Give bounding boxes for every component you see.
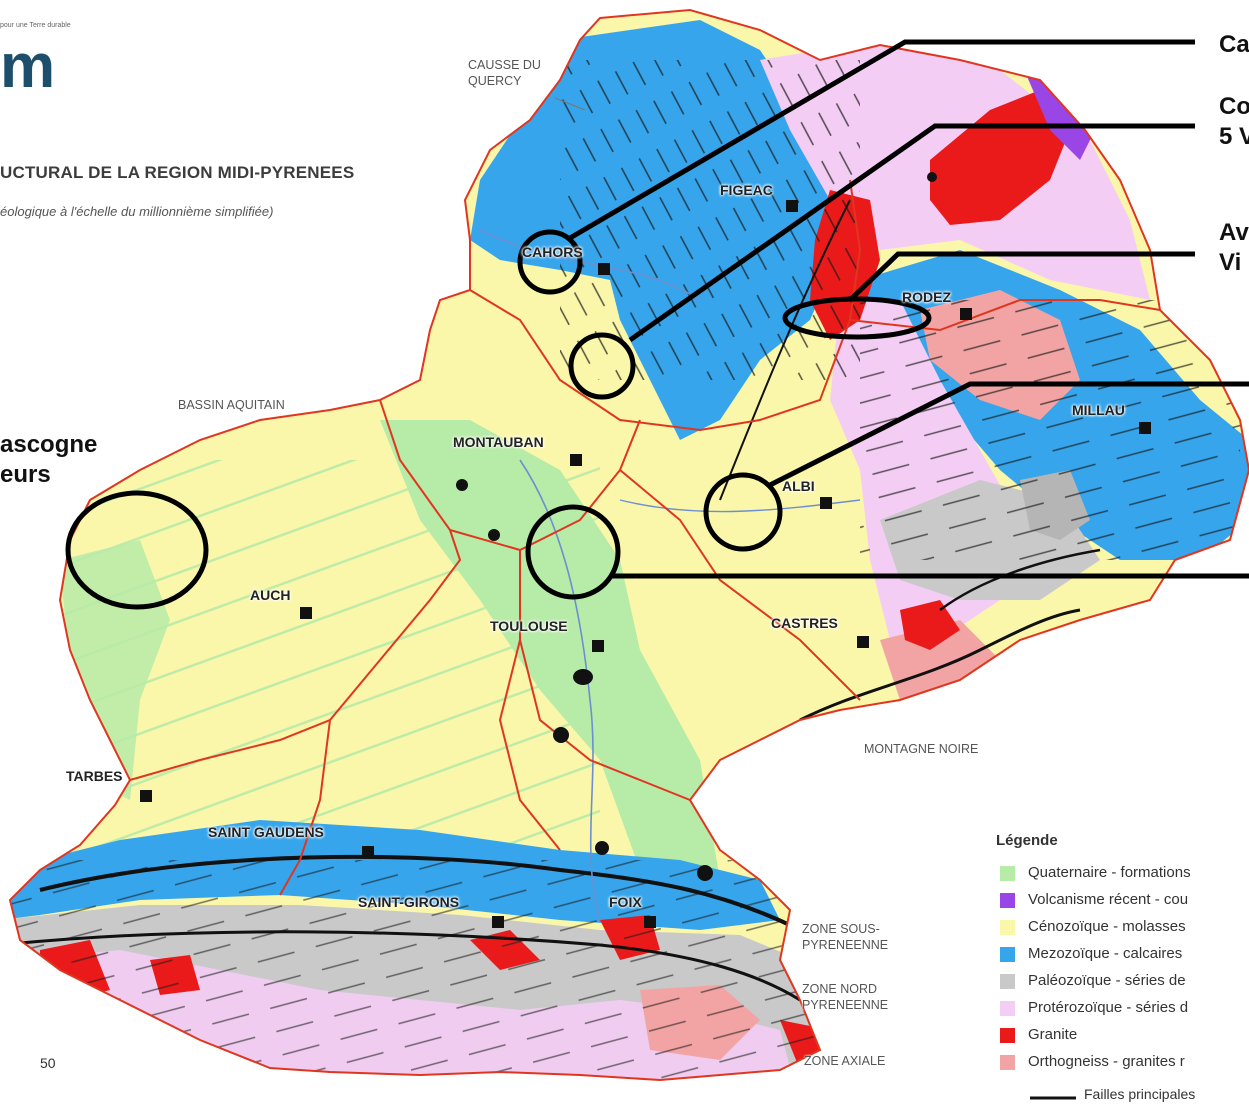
legend-swatch — [1000, 866, 1015, 881]
annotations — [65, 39, 1249, 610]
region-label-zone-sous-pyreneenne: ZONE SOUS- PYRENEENNE — [802, 922, 889, 952]
legend-fault-label: Failles principales — [1084, 1086, 1196, 1102]
legend-swatch — [1000, 1055, 1015, 1070]
cahors-marker — [598, 263, 610, 275]
faults-quercy — [560, 60, 860, 380]
legend-label: Mezozoïque - calcaires — [1028, 945, 1183, 962]
legend-label: Cénozoïque - molasses — [1028, 918, 1186, 935]
figeac-marker — [786, 200, 798, 212]
granite-castres — [900, 600, 960, 650]
saint-girons-marker — [492, 916, 504, 928]
legend-label: Quaternaire - formations — [1028, 864, 1191, 881]
legend-item: Paléozoïque - séries de — [996, 970, 1249, 992]
millau-marker — [1139, 422, 1151, 434]
city-label-saint-gaudens: SAINT GAUDENS — [208, 824, 324, 840]
city-label-millau: MILLAU — [1072, 402, 1125, 418]
legend-title: Légende — [996, 832, 1058, 849]
map-subtitle: éologique à l'échelle du millionnième si… — [0, 204, 274, 219]
city-label-tarbes: TARBES — [66, 768, 123, 784]
city-label-toulouse: TOULOUSE — [490, 618, 568, 634]
region-label-montagne-noire: MONTAGNE NOIRE — [864, 742, 979, 756]
annotation-circle-cahors — [517, 229, 583, 295]
north-pyrenean-fault — [39, 854, 801, 932]
legend-item: Mezozoïque - calcaires — [996, 943, 1249, 965]
city-label-albi: ALBI — [782, 478, 815, 494]
page-number: 50 — [40, 1055, 56, 1071]
legend-item: Cénozoïque - molasses — [996, 916, 1249, 938]
montauban-marker — [570, 454, 582, 466]
logo-tagline: pour une Terre durable — [0, 22, 71, 29]
faults-causses — [860, 300, 1240, 560]
region-label-causse-quercy: CAUSSE DU QUERCY — [468, 58, 541, 88]
legend-swatch — [1000, 920, 1015, 935]
city-label-saint-girons: SAINT-GIRONS — [358, 894, 460, 910]
axial-fault — [10, 930, 801, 1002]
legend-label: Orthogneiss - granites r — [1028, 1053, 1185, 1070]
leader-line-1 — [568, 39, 1195, 241]
legend-label: Granite — [1028, 1026, 1078, 1043]
montagne-noire-fault — [799, 608, 1081, 722]
callout-text-1: Ca — [1219, 31, 1249, 58]
callout-text-2: Co 5 V — [1219, 93, 1249, 150]
callout-text-gascogne: ascogne eurs — [0, 431, 98, 488]
castres-marker — [857, 636, 869, 648]
tarbes-marker — [140, 790, 152, 802]
city-label-figeac: FIGEAC — [720, 182, 773, 198]
leader-line-3 — [848, 251, 1195, 302]
annotation-ellipse-rodez — [782, 296, 932, 340]
annotation-circle-2 — [568, 332, 636, 400]
legend-swatch — [1000, 1001, 1015, 1016]
city-label-rodez: RODEZ — [902, 289, 951, 305]
region-label-zone-axiale: ZONE AXIALE — [804, 1054, 886, 1068]
legend-item: Volcanisme récent - cou — [996, 889, 1249, 911]
city-label-cahors: CAHORS — [522, 244, 583, 260]
logo: m — [0, 32, 56, 101]
callout-text-3: Av Vi — [1219, 219, 1249, 276]
annotation-circle-gascogne — [65, 490, 209, 610]
auch-marker — [300, 607, 312, 619]
foix-marker — [644, 916, 656, 928]
sample-points — [456, 172, 937, 881]
castres-fault — [939, 548, 1101, 612]
city-label-auch: AUCH — [250, 587, 291, 603]
annotation-circle-toulouse — [525, 504, 621, 600]
legend-item: Protérozoïque - séries d — [996, 997, 1249, 1019]
leader-line-2 — [628, 123, 1195, 343]
legend-swatch — [1000, 974, 1015, 989]
legend-item: Quaternaire - formations — [996, 862, 1249, 884]
legend-item: Granite — [996, 1024, 1249, 1046]
leader-line-4 — [768, 381, 1249, 488]
city-label-foix: FOIX — [609, 894, 642, 910]
map-title: UCTURAL DE LA REGION MIDI-PYRENEES — [0, 163, 355, 182]
river-lot — [479, 229, 701, 301]
department-borders — [8, 8, 1249, 1082]
region-label-zone-nord-pyreneenne: ZONE NORD PYRENEENNE — [802, 982, 889, 1012]
city-label-castres: CASTRES — [771, 615, 838, 631]
toulouse-marker — [592, 640, 604, 652]
city-label-montauban: MONTAUBAN — [453, 434, 544, 450]
causse-pointer-line — [554, 97, 586, 111]
rodez-marker — [960, 308, 972, 320]
annotation-circle-albi — [703, 472, 783, 552]
albi-marker — [820, 497, 832, 509]
legend-label: Paléozoïque - séries de — [1028, 972, 1186, 989]
villefranche-fault — [719, 199, 851, 501]
legend-swatch — [1000, 947, 1015, 962]
saint-gaudens-marker — [362, 846, 374, 858]
region-label-bassin-aquitain: BASSIN AQUITAIN — [178, 398, 285, 412]
volcanic-north — [1020, 60, 1100, 160]
legend-label: Volcanisme récent - cou — [1028, 891, 1189, 908]
legend-label: Protérozoïque - séries d — [1028, 999, 1189, 1016]
city-markers — [140, 200, 1151, 928]
legend-item: Orthogneiss - granites r — [996, 1051, 1249, 1073]
legend-swatch — [1000, 1028, 1015, 1043]
river-garonne — [519, 459, 601, 921]
legend-swatch — [1000, 893, 1015, 908]
